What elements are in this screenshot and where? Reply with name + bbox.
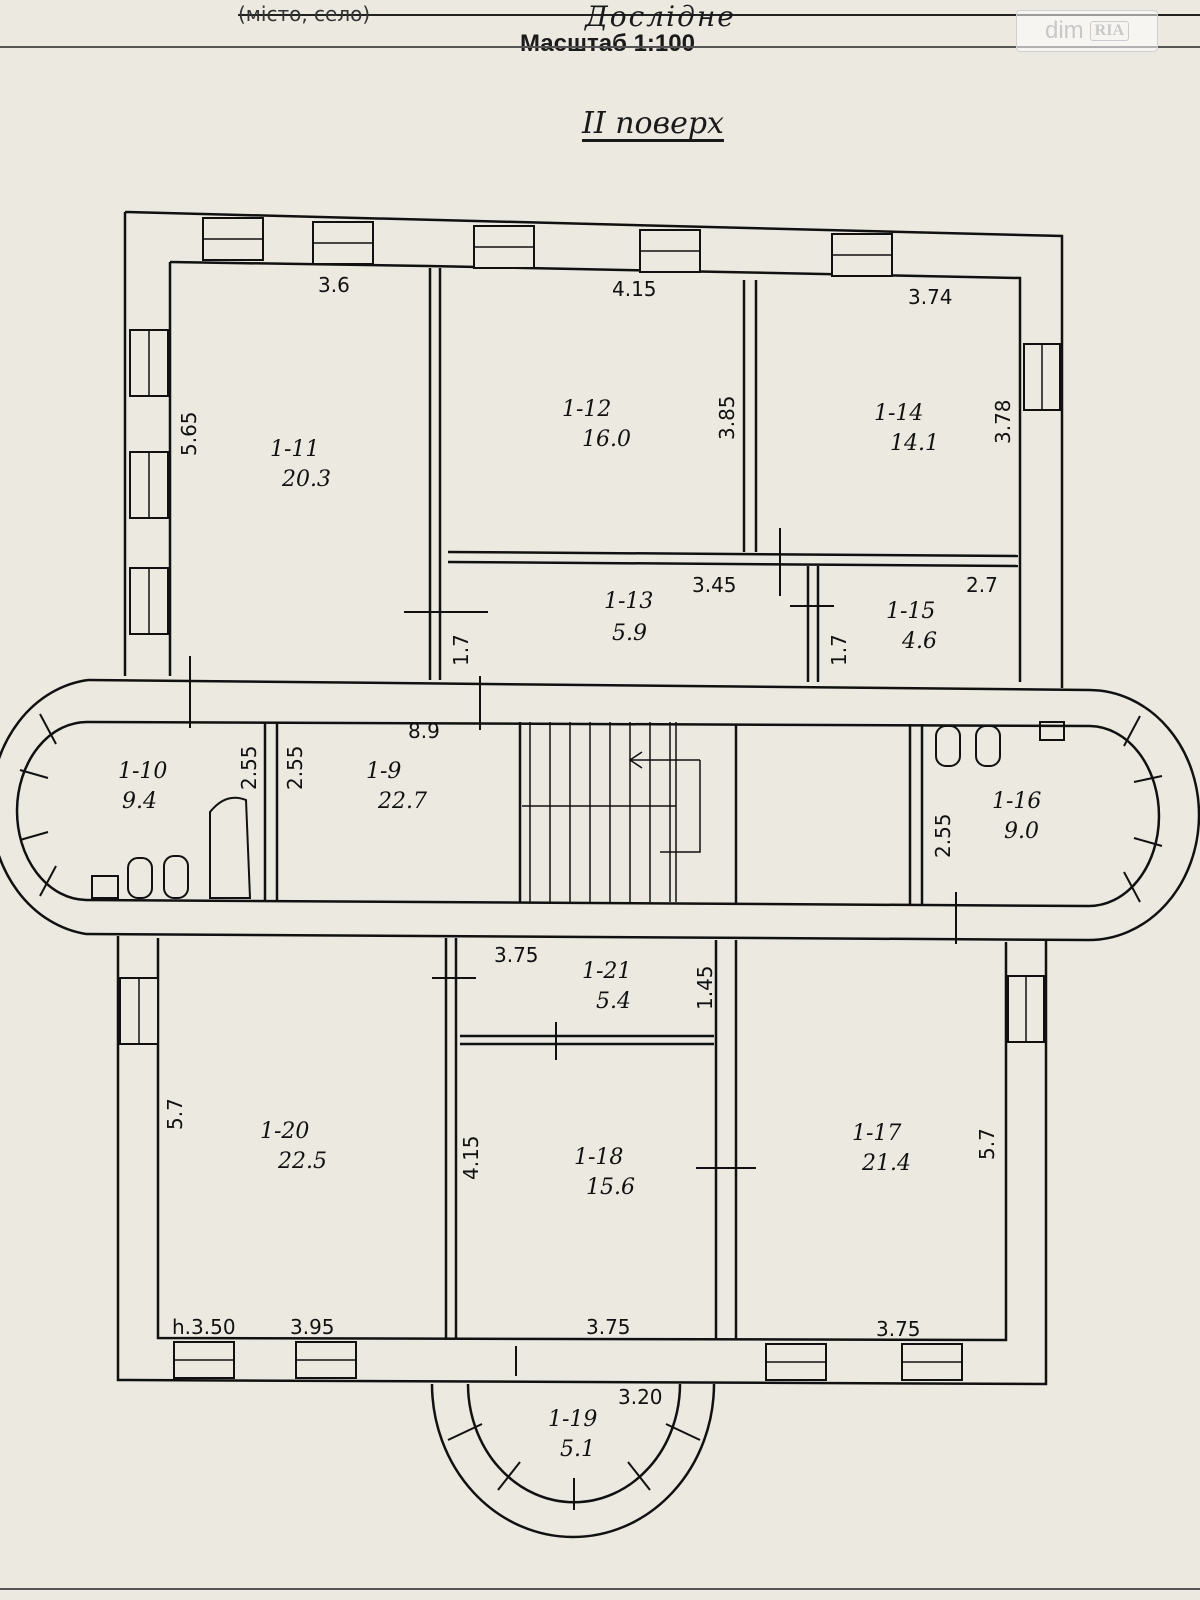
header-rule: (місто, село) [238, 2, 1200, 26]
watermark-brand: dim [1044, 17, 1084, 44]
room-area: 9.4 [122, 789, 157, 814]
watermark-suffix: RIA [1089, 21, 1129, 41]
dimension-label: 4.15 [459, 1135, 483, 1180]
corridor-wall-south-inner [85, 898, 1089, 908]
room-number: 1-21 [582, 959, 631, 984]
room-number: 1-19 [548, 1407, 597, 1432]
height-label: h.3.50 [172, 1315, 236, 1339]
floor-title: II поверх [582, 106, 724, 141]
toilet-icon [163, 855, 189, 899]
partition-12-13-b [447, 560, 1019, 568]
corridor-wall-south-outer [85, 932, 1089, 942]
room-number: 1-10 [118, 759, 167, 784]
partition-12-13 [447, 550, 1019, 558]
shower-icon [1039, 721, 1065, 741]
corridor-wall-north-inner [87, 720, 1091, 728]
toilet-icon [975, 725, 1001, 767]
room-area: 22.5 [277, 1149, 327, 1174]
room-number: 1-20 [260, 1119, 309, 1144]
room-area: 4.6 [901, 629, 937, 654]
apse-windows [19, 713, 1163, 1510]
room-area: 5.4 [596, 989, 631, 1014]
dimension-label: 2.55 [931, 813, 955, 858]
apse-east-inner [1087, 724, 1161, 908]
dimension-labels: 3.6 4.15 3.74 5.65 3.85 3.78 3.45 2.7 1.… [163, 273, 1015, 1409]
room-number: 1-14 [874, 401, 923, 426]
staircase [522, 722, 701, 902]
outer-wall-north [124, 210, 1064, 688]
dimension-label: 1.45 [693, 965, 717, 1010]
dimension-label: 3.74 [908, 285, 953, 309]
scale-label: Масштаб 1:100 [520, 30, 695, 57]
corridor-wall-north-outer [87, 678, 1091, 692]
door-marks [189, 528, 957, 1376]
room-area: 5.9 [612, 621, 647, 646]
inner-wall-south [156, 938, 1008, 1342]
room-number: 1-11 [270, 437, 319, 462]
room-area: 14.1 [890, 431, 939, 456]
dimension-label: 5.65 [177, 411, 201, 456]
room-number: 1-16 [992, 789, 1041, 814]
inner-wall-north [169, 260, 1022, 682]
frame-rule-top [0, 46, 1200, 48]
dimension-label: 3.85 [715, 395, 739, 440]
dimension-label: 5.7 [975, 1128, 999, 1160]
dimension-label: 3.45 [692, 573, 737, 597]
walls [0, 210, 1200, 1539]
shower-icon [91, 875, 119, 899]
apse-west-outer [0, 678, 89, 936]
room-number: 1-12 [562, 397, 611, 422]
dimension-label: 3.78 [991, 399, 1015, 444]
apse-west-inner [15, 720, 89, 902]
dimension-label: 2.7 [966, 573, 998, 597]
watermark-logo: dim RIA [1016, 10, 1158, 52]
dimension-label: 8.9 [408, 719, 440, 743]
dimension-label: 4.15 [612, 277, 657, 301]
dimension-label: 3.75 [494, 943, 539, 967]
dimension-label: 3.6 [318, 273, 350, 297]
outer-wall-south [116, 936, 1048, 1386]
bay-outer [430, 1383, 716, 1539]
room-area: 9.0 [1004, 819, 1039, 844]
room-number: 1-15 [886, 599, 935, 624]
dimension-label: 3.95 [290, 1315, 335, 1339]
washbasin-icon [127, 857, 153, 899]
apse-east-outer [1087, 688, 1200, 942]
dimension-label: 2.55 [283, 745, 307, 790]
place-prefix: (місто, село) [238, 2, 371, 26]
dimension-label: 1.7 [449, 634, 473, 666]
dimension-label: 1.7 [827, 634, 851, 666]
room-number: 1-13 [604, 589, 653, 614]
room-area: 15.6 [586, 1175, 635, 1200]
dimension-label: 5.7 [163, 1098, 187, 1130]
frame-rule-bottom [0, 1588, 1200, 1590]
room-area: 20.3 [281, 467, 331, 492]
room-area: 5.1 [560, 1437, 595, 1462]
room-number: 1-18 [574, 1145, 623, 1170]
dimension-label: 2.55 [237, 745, 261, 790]
room-area: 16.0 [582, 427, 631, 452]
window-glazing [138, 238, 1043, 1363]
room-area: 21.4 [861, 1151, 911, 1176]
room-area: 22.7 [377, 789, 427, 814]
place-name: Дослідне [585, 0, 736, 33]
bathtub-icon [209, 796, 252, 899]
fixtures [91, 721, 1065, 899]
room-number: 1-9 [366, 759, 401, 784]
dimension-label: 3.20 [618, 1385, 663, 1409]
room-number: 1-17 [852, 1121, 901, 1146]
washbasin-icon [935, 725, 961, 767]
dimension-label: 3.75 [586, 1315, 631, 1339]
dimension-label: 3.75 [876, 1317, 921, 1341]
room-labels: 1-11 20.3 1-12 16.0 1-14 14.1 1-13 5.9 1… [118, 397, 1041, 1462]
